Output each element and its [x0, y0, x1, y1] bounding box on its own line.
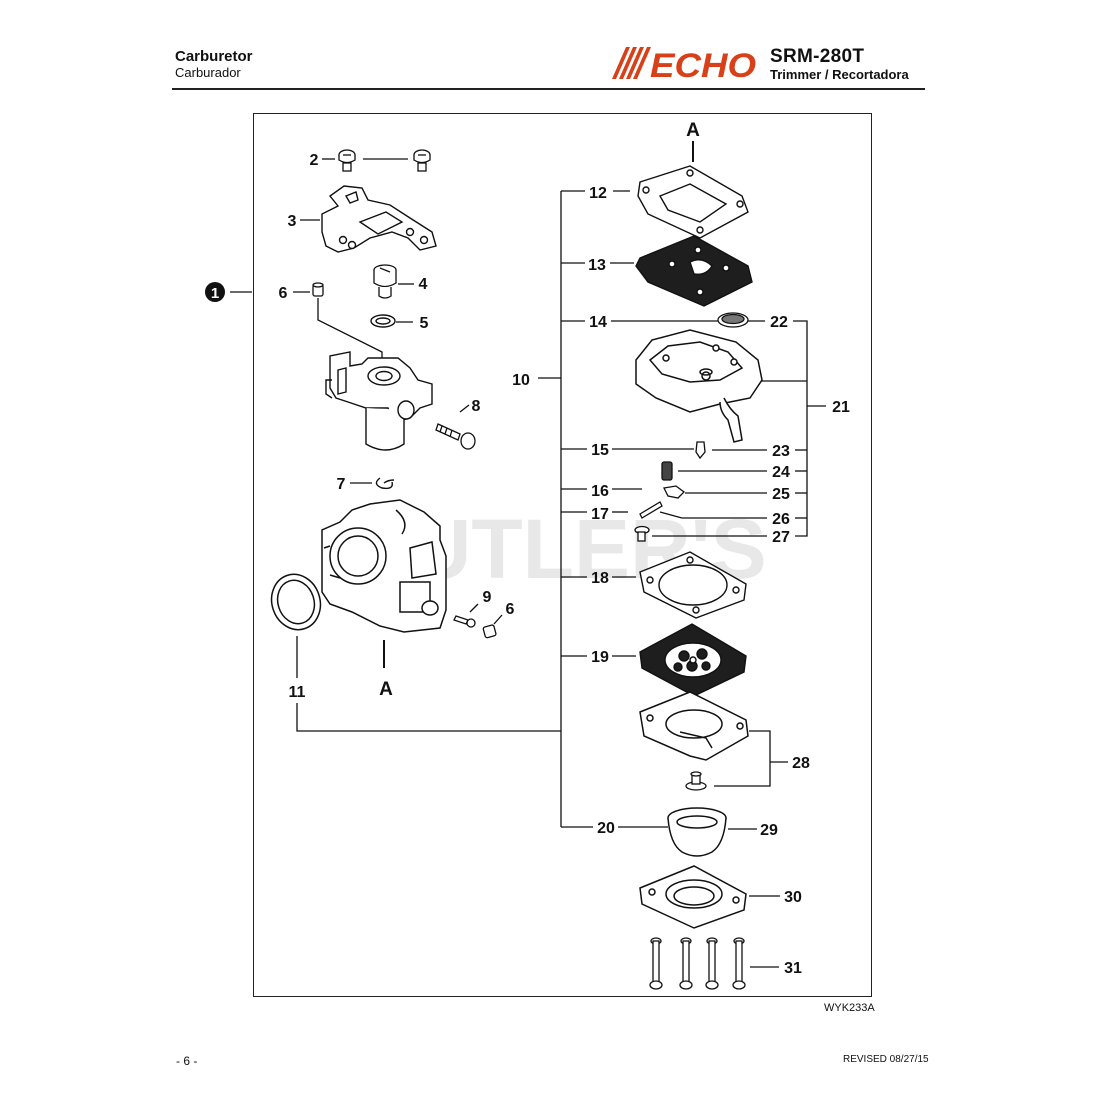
callout-18: 18	[591, 570, 609, 587]
cap-part	[482, 624, 497, 639]
screw-part	[634, 525, 650, 542]
clip-part	[375, 477, 395, 490]
primer-bulb-part	[667, 807, 727, 857]
long-screw-part	[679, 937, 693, 990]
gasket-part	[637, 165, 749, 239]
callout-2: 2	[310, 152, 319, 169]
long-screw-part	[705, 937, 719, 990]
callout-6-second: 6	[506, 601, 515, 618]
callout-20: 20	[597, 820, 615, 837]
throttle-housing-part	[325, 351, 433, 451]
brand-wordmark: ECHO	[650, 47, 756, 80]
callout-14: 14	[589, 314, 607, 331]
callout-24: 24	[772, 464, 790, 481]
svg-text:1: 1	[211, 285, 219, 302]
callout-9: 9	[483, 589, 492, 606]
pin-part	[639, 501, 663, 519]
callout-4: 4	[419, 276, 428, 293]
throttle-plate-part	[321, 185, 437, 253]
spring-part	[661, 461, 673, 481]
washer-part	[370, 314, 396, 328]
callout-15: 15	[591, 442, 609, 459]
page-title: Carburetor	[175, 48, 253, 65]
callout-3: 3	[288, 213, 297, 230]
screw-part	[435, 423, 476, 450]
model-block: SRM-280T Trimmer / Recortadora	[770, 47, 909, 83]
callout-29: 29	[760, 822, 778, 839]
callout-25: 25	[772, 486, 790, 503]
pump-diaphragm-part	[635, 235, 753, 307]
callout-6: 6	[279, 285, 288, 302]
callout-30: 30	[784, 889, 802, 906]
page-number: - 6 -	[176, 1054, 198, 1068]
long-screw-part	[732, 937, 746, 990]
reference-a-top: A	[686, 120, 700, 141]
page-subtitle: Carburador	[175, 65, 241, 80]
model-description: Trimmer / Recortadora	[770, 67, 909, 82]
model-number: SRM-280T	[770, 46, 865, 67]
callout-23: 23	[772, 443, 790, 460]
carburetor-body-part	[321, 499, 447, 633]
cap-part	[312, 282, 324, 297]
callout-16: 16	[591, 483, 609, 500]
throttle-shaft-part	[373, 264, 397, 299]
callout-13: 13	[588, 257, 606, 274]
callout-28: 28	[792, 755, 810, 772]
callout-31: 31	[784, 960, 802, 977]
callout-11: 11	[289, 684, 306, 701]
check-valve-part	[685, 771, 707, 791]
diagram-frame	[253, 113, 872, 997]
callout-10: 10	[512, 372, 530, 389]
callout-5: 5	[420, 315, 429, 332]
inlet-needle-part	[695, 441, 706, 460]
callout-8: 8	[472, 398, 481, 415]
callout-7: 7	[337, 476, 346, 493]
revision-date: REVISED 08/27/15	[843, 1054, 929, 1065]
primer-cover-part	[639, 865, 747, 929]
callout-19: 19	[591, 649, 609, 666]
callout-27: 27	[772, 529, 790, 546]
screw-part	[338, 149, 356, 172]
metering-body-part	[635, 329, 763, 443]
reference-a-bottom: A	[379, 679, 393, 700]
o-ring-part	[270, 573, 322, 631]
callout-1: 1	[205, 282, 225, 302]
callout-21: 21	[832, 399, 850, 416]
echo-logo: ECHO	[612, 47, 756, 80]
metering-lever-part	[663, 485, 685, 499]
header-rule	[172, 88, 925, 90]
gasket-part	[639, 551, 747, 619]
callout-17: 17	[591, 506, 609, 523]
figure-code: WYK233A	[824, 1002, 875, 1014]
screw-part	[453, 615, 476, 628]
long-screw-part	[649, 937, 663, 990]
callout-22: 22	[770, 314, 788, 331]
metering-cover-part	[639, 691, 749, 761]
screen-part	[717, 312, 749, 328]
header-titles: Carburetor Carburador	[175, 48, 253, 81]
callout-26: 26	[772, 511, 790, 528]
metering-diaphragm-part	[639, 623, 747, 697]
callout-12: 12	[589, 185, 607, 202]
screw-part	[413, 149, 431, 172]
